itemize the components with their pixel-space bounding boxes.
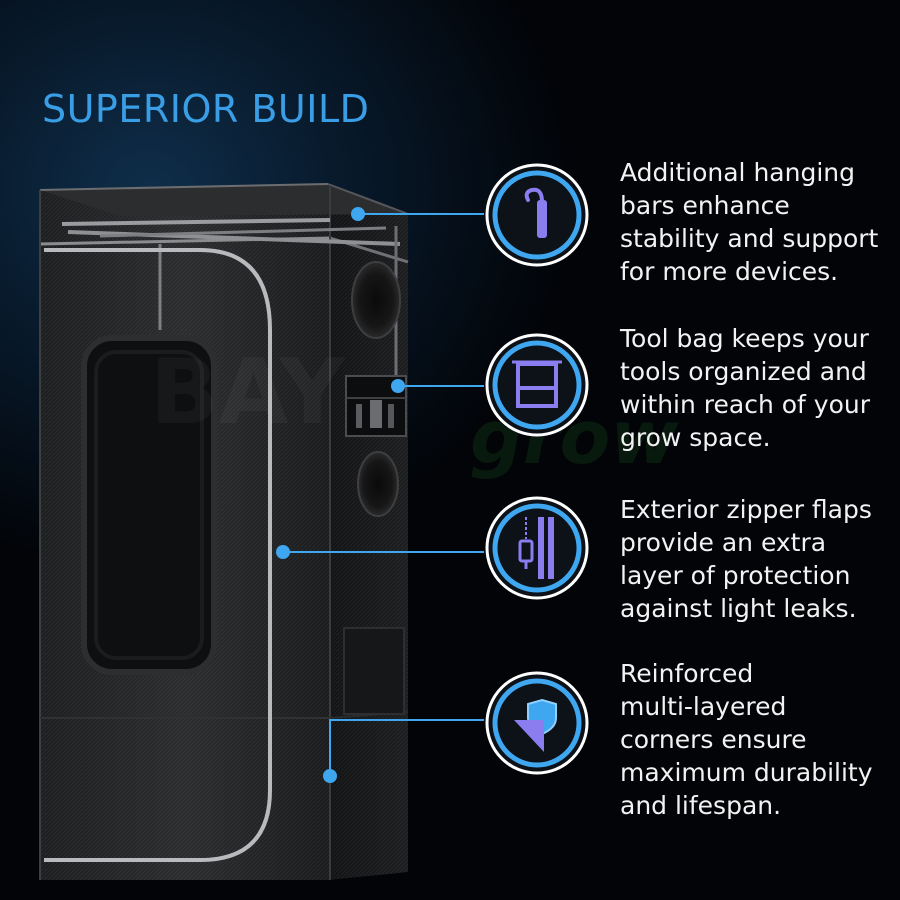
feature-text-hanging-bars: Additional hanging bars enhance stabilit…	[620, 158, 879, 286]
zipper-flap-icon	[485, 496, 589, 600]
tool-bag-icon	[485, 333, 589, 437]
feature-text-reinforced-corners: Reinforced multi-layered corners ensure …	[620, 659, 873, 820]
hanging-hook-icon	[485, 163, 589, 267]
feature-text-zipper-flaps: Exterior zipper flaps provide an extra l…	[620, 495, 872, 623]
feature-text-tool-bag: Tool bag keeps your tools organized and …	[620, 324, 870, 452]
page-title: SUPERIOR BUILD	[42, 87, 370, 132]
shield-corner-icon	[485, 671, 589, 775]
